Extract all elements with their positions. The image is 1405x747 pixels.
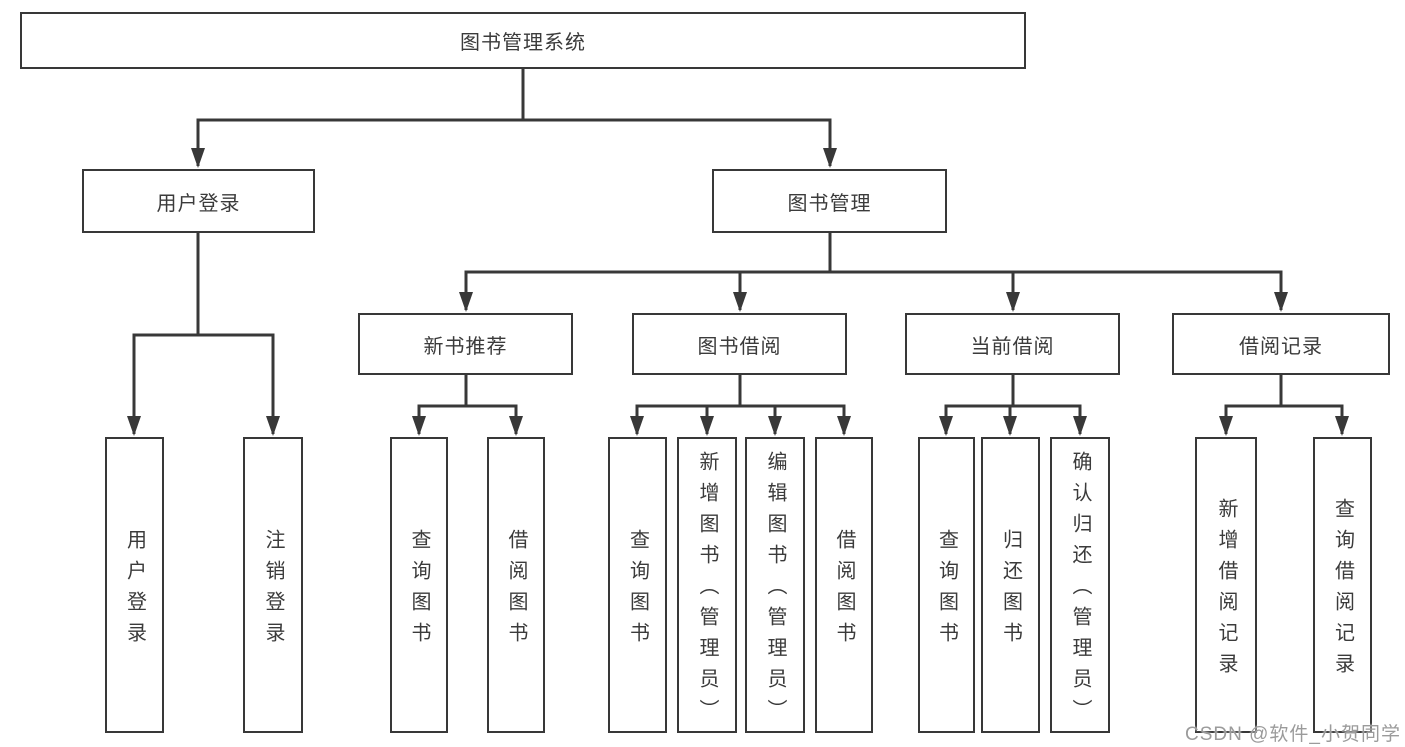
leaf-logout-login-label: 注销登录 [262,528,284,653]
node-current-borrowing: 当前借阅 [905,313,1120,375]
node-new-book-recommend-label: 新书推荐 [423,335,508,358]
leaf-user-login: 用户登录 [105,437,164,733]
node-borrow-records: 借阅记录 [1172,313,1390,375]
node-root-label: 图书管理系统 [460,32,586,54]
leaf-logout-login: 注销登录 [243,437,303,733]
leaf-bb-add-books-admin-label: 新增图书（管理员） [696,451,718,730]
leaf-br-add-record: 新增借阅记录 [1195,437,1257,733]
leaf-nbr-borrow-books: 借阅图书 [487,437,545,733]
leaf-cb-query-books-label: 查询图书 [935,528,958,653]
node-book-borrowing: 图书借阅 [632,313,847,375]
node-user-login: 用户登录 [82,169,315,233]
node-book-borrowing-label: 图书借阅 [697,335,782,358]
node-current-borrowing-label: 当前借阅 [970,335,1055,358]
leaf-bb-borrow-books: 借阅图书 [815,437,873,733]
leaf-nbr-query-books: 查询图书 [390,437,448,733]
leaf-br-add-record-label: 新增借阅记录 [1215,497,1237,684]
leaf-bb-edit-books-admin: 编辑图书（管理员） [745,437,805,733]
leaf-cb-return-books: 归还图书 [981,437,1040,733]
leaf-nbr-query-books-label: 查询图书 [408,528,430,653]
leaf-bb-edit-books-admin-label: 编辑图书（管理员） [764,451,786,730]
leaf-user-login-label: 用户登录 [123,528,146,653]
leaf-nbr-borrow-books-label: 借阅图书 [505,528,527,653]
node-root: 图书管理系统 [20,12,1026,69]
leaf-br-query-record-label: 查询借阅记录 [1331,497,1354,684]
leaf-cb-query-books: 查询图书 [918,437,975,733]
leaf-br-query-record: 查询借阅记录 [1313,437,1372,733]
leaf-cb-confirm-return-admin-label: 确认归还（管理员） [1069,451,1091,730]
node-borrow-records-label: 借阅记录 [1239,335,1323,358]
leaf-bb-query-books-label: 查询图书 [626,528,649,653]
leaf-cb-confirm-return-admin: 确认归还（管理员） [1050,437,1110,733]
leaf-bb-query-books: 查询图书 [608,437,667,733]
node-new-book-recommend: 新书推荐 [358,313,573,375]
csdn-watermark: CSDN @软件_小贺同学 [1185,724,1401,745]
leaf-cb-return-books-label: 归还图书 [999,528,1022,653]
leaf-bb-add-books-admin: 新增图书（管理员） [677,437,737,733]
node-book-management: 图书管理 [712,169,947,233]
leaf-bb-borrow-books-label: 借阅图书 [833,528,855,653]
node-book-management-label: 图书管理 [787,192,872,215]
node-user-login-label: 用户登录 [156,192,241,215]
